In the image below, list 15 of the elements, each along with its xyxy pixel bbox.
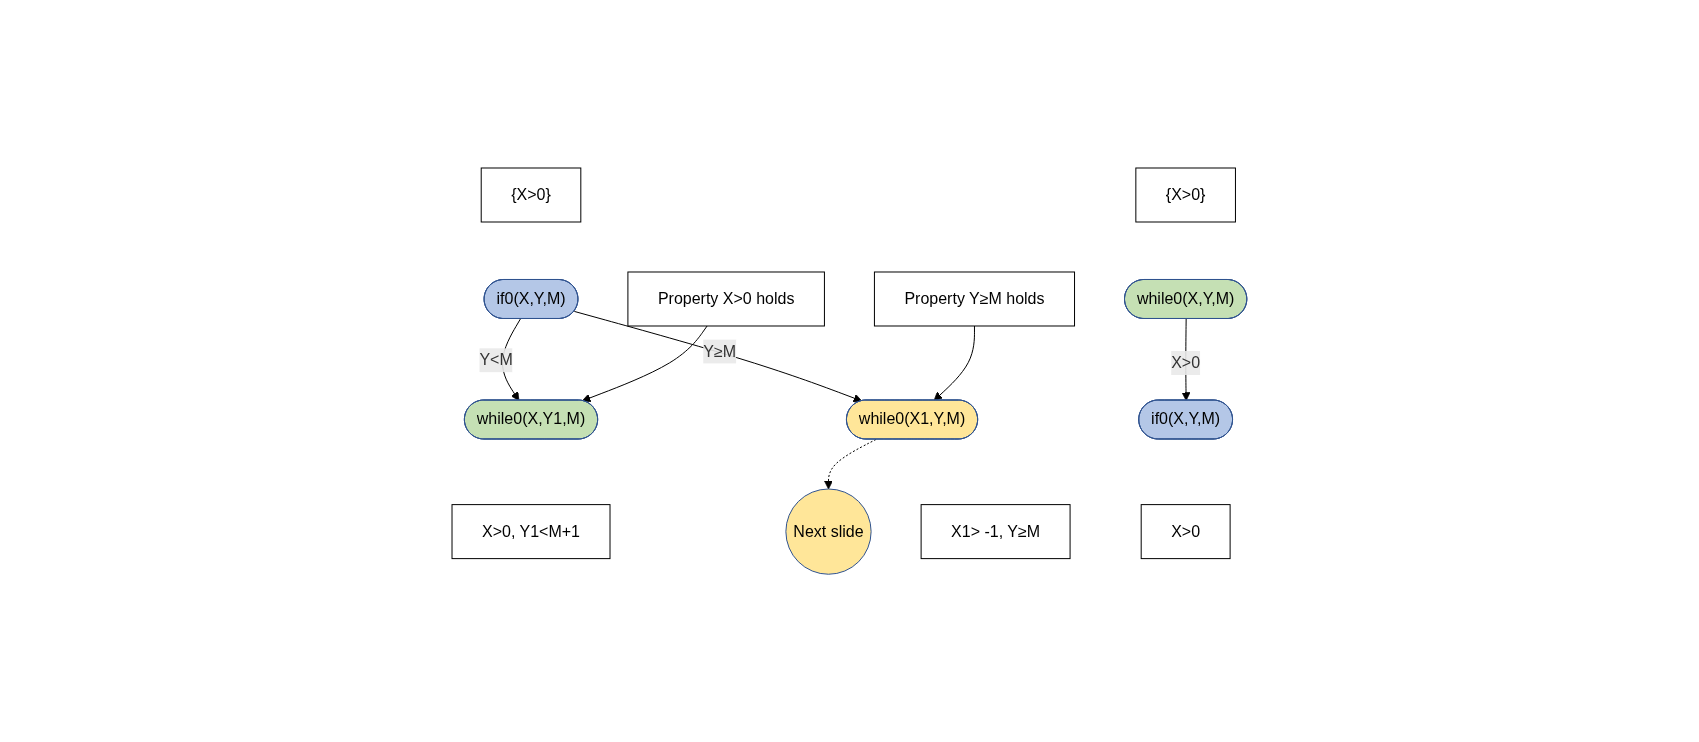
- arrow: [824, 438, 877, 490]
- edge-label: Y≥M: [703, 342, 737, 360]
- node-box: {X>0}: [1135, 167, 1237, 223]
- arrow: [582, 325, 708, 402]
- arrow: [573, 310, 863, 403]
- node-box: {X>0}: [480, 167, 582, 223]
- edge-label: X>0: [1171, 353, 1201, 371]
- node-box: X>0: [1140, 504, 1231, 559]
- node-box: X>0, Y1<M+1: [451, 504, 611, 559]
- arrow: [933, 325, 976, 401]
- node-box: Property Y≥M holds: [874, 271, 1076, 327]
- node-circle: Next slide: [785, 488, 872, 575]
- node-box: Property X>0 holds: [627, 271, 826, 327]
- node-box: X1> -1, Y≥M: [920, 504, 1071, 559]
- edge-label: Y<M: [479, 351, 513, 369]
